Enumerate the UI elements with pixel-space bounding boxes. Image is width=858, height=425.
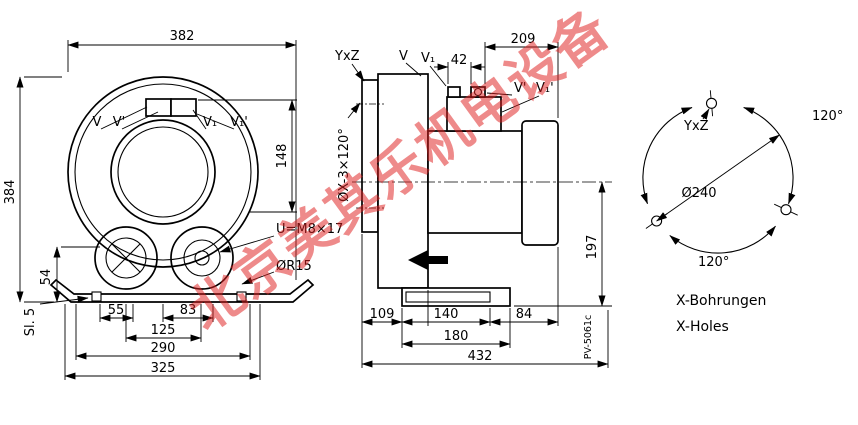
angle-120-top: 120°	[812, 109, 843, 124]
dim-180: 180	[444, 329, 469, 344]
port-label-v1: V₁	[421, 51, 435, 66]
dim-325: 325	[151, 361, 176, 376]
angle-120-bottom: 120°	[698, 255, 729, 270]
dim-197: 197	[585, 235, 600, 260]
left-foot-lobe	[94, 226, 158, 290]
front-view-labels: V V' V₁ V₁' U=M8×17 ØR15	[93, 106, 343, 285]
bore-outer-circle	[110, 119, 216, 225]
port-label-v-prime: V'	[514, 81, 526, 96]
hole-size-label: YxZ	[683, 119, 709, 134]
flange-size-label: YxZ	[334, 49, 360, 64]
slot-note: Sl. 5	[23, 308, 38, 336]
dim-140: 140	[434, 307, 459, 322]
right-foot-lobe	[170, 226, 234, 290]
bore-inner-circle	[117, 126, 209, 218]
bolt-circle-diameter: Ø240	[681, 186, 716, 201]
side-view-outline	[352, 73, 612, 307]
bolt-pattern-note: ØX-3×120°	[337, 128, 352, 202]
bolt-hole-lower-right	[780, 204, 792, 216]
base-slot-right	[236, 291, 247, 302]
flow-direction-arrow	[408, 250, 448, 270]
dim-83: 83	[180, 303, 197, 318]
dim-384: 384	[3, 180, 18, 205]
port-label-v1: V₁	[203, 115, 217, 130]
holes-note-german: X-Bohrungen	[676, 293, 766, 309]
port-fitting-left	[447, 86, 461, 98]
dim-54: 54	[39, 269, 54, 286]
bolt-hole-top	[705, 97, 718, 109]
angle-arc-right	[743, 106, 796, 205]
front-view-outline	[49, 76, 315, 303]
dim-148: 148	[275, 144, 290, 169]
thread-cross-mark	[111, 243, 141, 273]
housing-inner-ring	[74, 83, 252, 261]
thread-note: U=M8×17	[276, 222, 343, 237]
right-foot-hole	[183, 239, 221, 277]
right-foot-hole-center	[194, 250, 210, 266]
side-view-labels: YxZ V V₁ V' V₁' ØX-3×120° PV-5061c	[334, 49, 594, 359]
angle-arc-left	[640, 106, 693, 205]
housing-outer-circle	[67, 76, 259, 268]
port-label-v1-prime: V₁'	[536, 81, 554, 96]
left-foot-hole	[105, 237, 147, 279]
dim-55: 55	[108, 303, 125, 318]
port-fitting-right	[470, 86, 486, 98]
base-silencer-inner	[405, 291, 491, 303]
port-fitting-detail	[473, 87, 483, 97]
dim-209: 209	[511, 32, 536, 47]
motor-fan-cover	[521, 120, 559, 246]
port-label-v1-prime: V₁'	[230, 115, 248, 130]
terminal-block-right	[170, 98, 197, 117]
angle-arc-bottom	[669, 225, 776, 254]
terminal-box	[446, 96, 502, 132]
dim-382: 382	[170, 29, 195, 44]
bolt-circle-diameter-line	[656, 134, 780, 222]
base-slot-left	[91, 291, 102, 302]
drawing-number: PV-5061c	[583, 315, 594, 360]
side-view-dimensions: 42 209 197 109 140 84	[361, 32, 612, 368]
front-view-dimensions: 382 384 148 54 Sl. 5	[3, 29, 297, 380]
dim-109: 109	[370, 307, 395, 322]
dim-84: 84	[516, 307, 533, 322]
port-label-v: V	[93, 115, 102, 130]
dim-42: 42	[451, 53, 468, 68]
front-view: 382 384 148 54 Sl. 5	[3, 29, 343, 380]
port-label-v: V	[399, 49, 408, 64]
dim-290: 290	[151, 341, 176, 356]
dim-432: 432	[468, 349, 493, 364]
bolt-circle-view: Ø240 YxZ 120° 120° X-Bohrungen X-Holes	[640, 90, 843, 335]
radius-note: ØR15	[276, 259, 312, 274]
holes-note-english: X-Holes	[676, 319, 729, 335]
side-view: YxZ V V₁ V' V₁' ØX-3×120° PV-5061c 42	[334, 32, 612, 368]
dim-125: 125	[151, 323, 176, 338]
terminal-block-left	[145, 98, 172, 117]
